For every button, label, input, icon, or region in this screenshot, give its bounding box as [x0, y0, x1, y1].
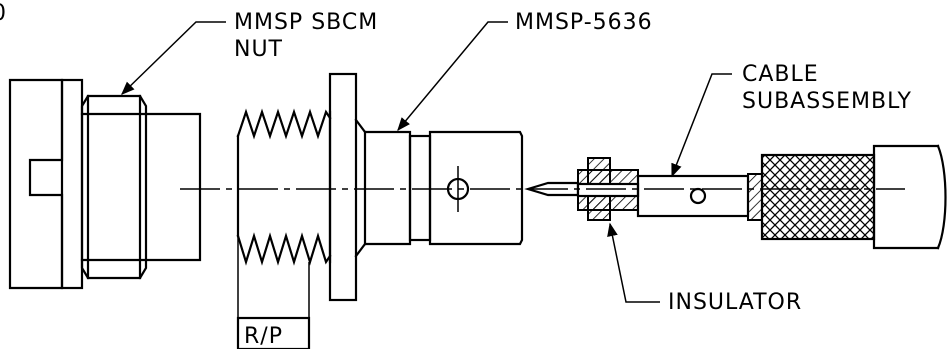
ref-plane-label: R/P — [244, 324, 283, 349]
nut-part — [8, 78, 202, 290]
insulator-label: INSULATOR — [668, 290, 802, 315]
cable-label-line2: SUBASSEMBLY — [742, 89, 912, 114]
threaded-body-part — [236, 72, 524, 349]
cable-label-line1: CABLE — [742, 62, 819, 87]
nut-label-line2: NUT — [234, 37, 283, 62]
nut-leader — [121, 21, 226, 95]
cable-leader — [671, 73, 732, 178]
cable-subassembly-part — [636, 144, 947, 250]
body-label: MMSP-5636 — [515, 10, 653, 35]
corner-label: 0 — [0, 1, 7, 26]
nut-label-line1: MMSP SBCM — [234, 10, 378, 35]
body-leader — [397, 21, 508, 132]
insulator-leader — [607, 222, 660, 303]
